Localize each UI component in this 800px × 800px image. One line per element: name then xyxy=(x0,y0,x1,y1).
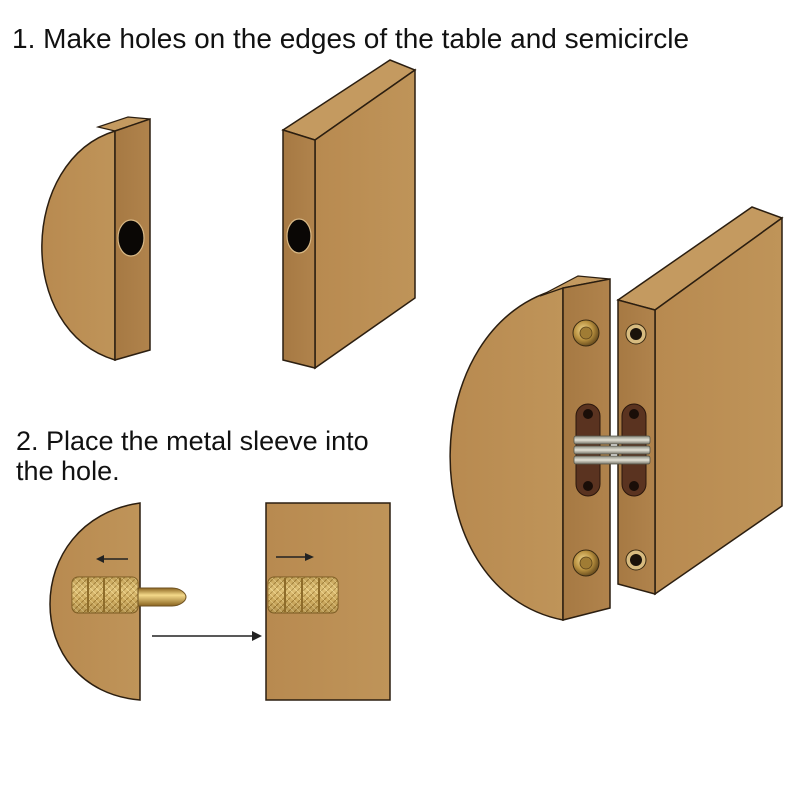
flat-panel-step1 xyxy=(281,59,417,370)
semicircle-panel-step2 xyxy=(49,502,187,701)
hinge-assembly xyxy=(449,206,784,621)
semicircle-panel-step1 xyxy=(41,116,151,362)
arrow-right-icon xyxy=(276,553,314,561)
arrow-left-icon xyxy=(96,555,128,563)
hinge-knuckle-icon xyxy=(573,435,651,465)
brass-pin-icon xyxy=(137,587,187,607)
arrow-right-long-icon xyxy=(152,631,262,641)
drill-hole-icon xyxy=(286,218,312,254)
flat-panel-step2 xyxy=(265,502,391,701)
step-2-instruction: 2. Place the metal sleeve into the hole. xyxy=(16,426,369,486)
step-1-instruction: 1. Make holes on the edges of the table … xyxy=(12,23,690,54)
drill-hole-icon xyxy=(117,219,145,257)
